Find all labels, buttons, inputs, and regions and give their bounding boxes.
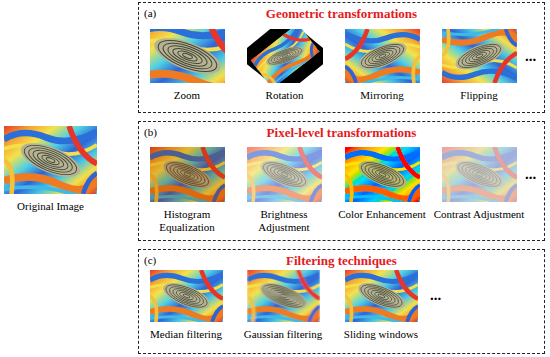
image-caption: Flipping	[432, 89, 527, 102]
panel-letter: (b)	[144, 126, 157, 139]
mirroring-image	[345, 29, 420, 86]
thumbnail-node: Flipping	[432, 29, 527, 109]
thumbnail-node: Brightness Adjustment	[237, 147, 332, 237]
ellipsis-mark: ...	[525, 48, 536, 64]
thumbnail-node: Histogram Equalization	[140, 147, 235, 237]
sliding-image	[345, 270, 418, 324]
gaussian-image	[247, 270, 320, 324]
image-caption: Gaussian filtering	[236, 328, 331, 341]
panel-title: Geometric transformations	[139, 6, 544, 21]
group-box: (c)Filtering techniquesMedian filteringG…	[138, 249, 545, 354]
image-caption: Sliding windows	[334, 328, 429, 341]
ellipsis-mark: ...	[525, 166, 536, 182]
thumbnail-node: Mirroring	[335, 29, 430, 109]
rotation-image	[237, 17, 333, 95]
thumbnail-node: Color Enhancement	[335, 147, 430, 237]
panel-letter: (c)	[144, 254, 156, 267]
ellipsis-mark: ...	[430, 287, 441, 303]
panel-letter: (a)	[144, 7, 156, 20]
histogram-image	[150, 147, 225, 205]
brightness-image	[247, 147, 322, 205]
thumbnail-node: Zoom	[140, 29, 235, 109]
image-caption: Rotation	[237, 89, 333, 102]
zoom-image	[135, 20, 240, 95]
panel-title: Pixel-level transformations	[139, 125, 544, 140]
thumbnail-node: Gaussian filtering	[236, 270, 331, 346]
color-image	[345, 147, 420, 205]
median-image	[150, 270, 223, 324]
group-box: (b)Pixel-level transformationsHistogram …	[138, 121, 545, 241]
thumbnail-node: Contrast Adjustment	[432, 147, 527, 237]
panel-title: Filtering techniques	[139, 253, 544, 268]
flipping-image	[442, 26, 517, 83]
image-caption: Contrast Adjustment	[432, 208, 527, 221]
thumbnail-node: Sliding windows	[334, 270, 429, 346]
original-image	[4, 126, 98, 197]
thumbnail-node: Rotation	[237, 29, 333, 109]
image-caption: Brightness Adjustment	[237, 208, 332, 234]
image-caption: Zoom	[140, 89, 235, 102]
original-image-node: Original Image	[0, 126, 101, 218]
image-caption: Mirroring	[335, 89, 430, 102]
image-caption: Histogram Equalization	[140, 208, 235, 234]
image-caption: Median filtering	[139, 328, 234, 341]
image-caption: Color Enhancement	[335, 208, 430, 221]
image-caption: Original Image	[0, 200, 101, 213]
group-box: (a)Geometric transformationsZoomRotation…	[138, 2, 545, 113]
thumbnail-node: Median filtering	[139, 270, 234, 346]
contrast-image	[442, 147, 517, 205]
